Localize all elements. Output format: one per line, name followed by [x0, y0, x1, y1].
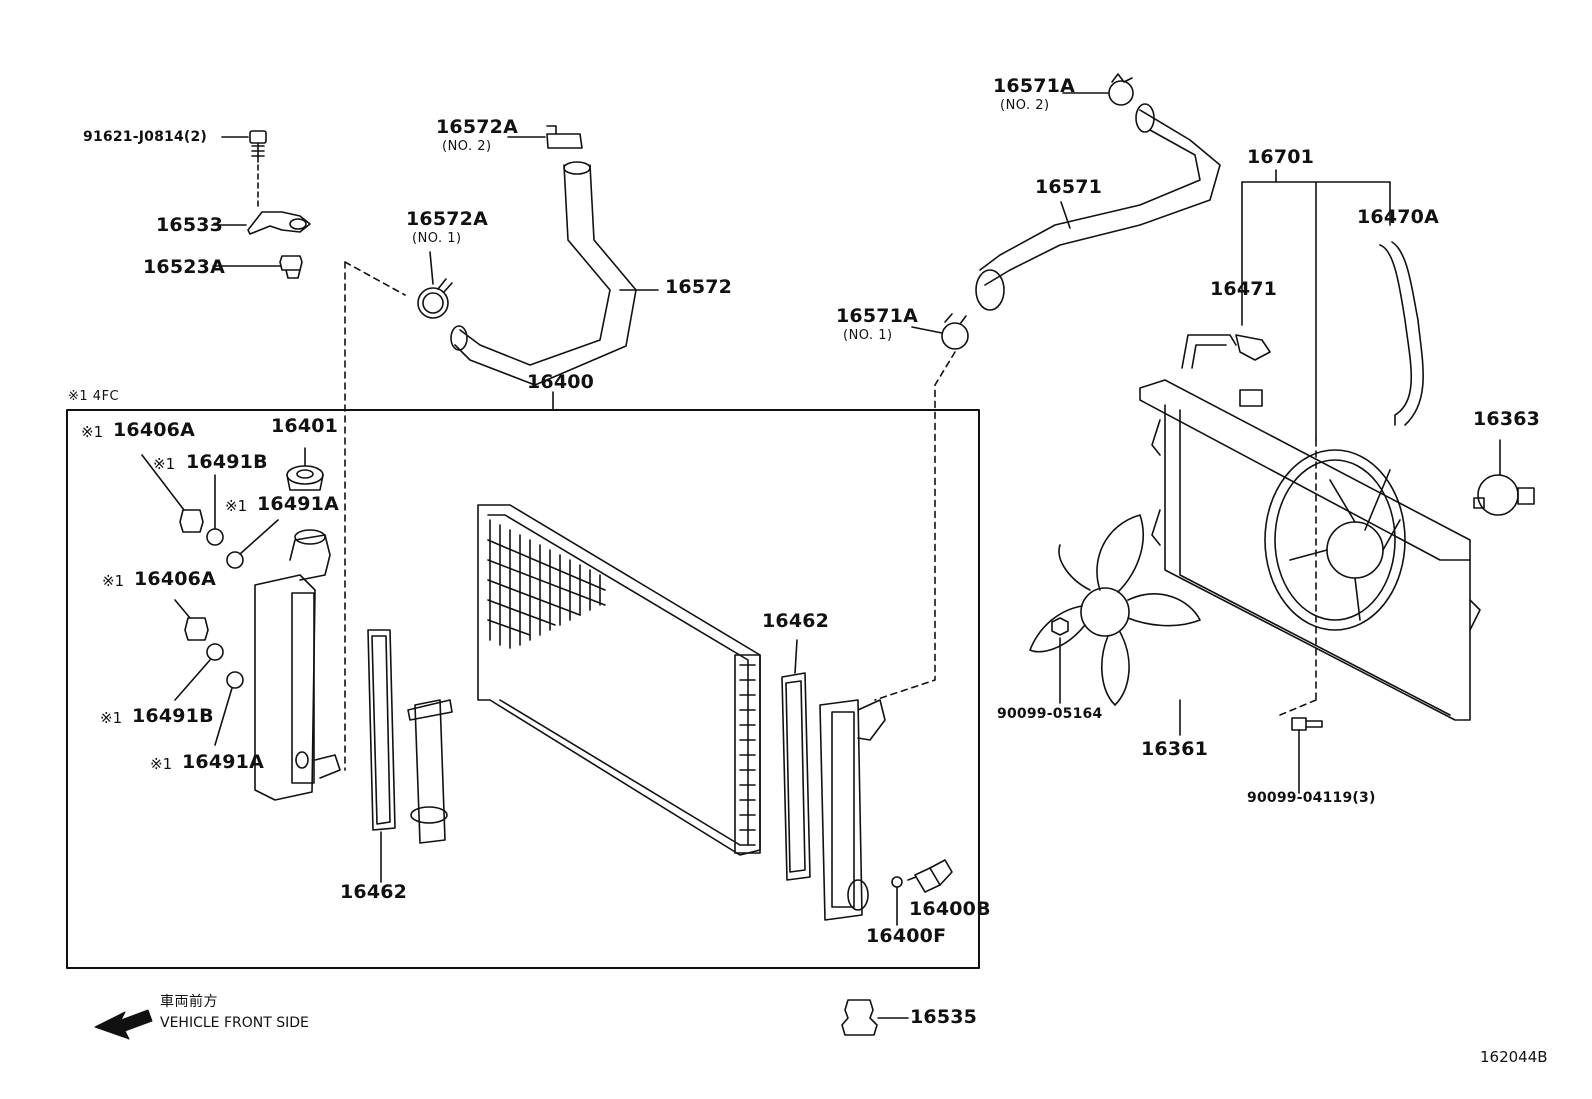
- label-16572a-no1: 16572A: [406, 208, 489, 230]
- label-16471: 16471: [1210, 278, 1278, 300]
- label-90099-04119: 90099-04119(3): [1247, 790, 1376, 806]
- clamp-16572A-no1-icon: [417, 278, 453, 319]
- fan-motor-16363-icon: [1473, 474, 1535, 516]
- label-16491b-b: 16491B: [132, 705, 214, 727]
- legend-jp: 車両前方: [160, 994, 218, 1010]
- drawing-number: 162044B: [1480, 1048, 1548, 1066]
- ref-mark-4: ※1: [102, 572, 125, 590]
- label-16406a-a: 16406A: [113, 419, 196, 441]
- label-16701: 16701: [1247, 146, 1315, 168]
- label-90099-05164: 90099-05164: [997, 706, 1103, 722]
- label-16401: 16401: [271, 415, 339, 437]
- plug-16406A-b-icon: [184, 617, 209, 641]
- legend-en: VEHICLE FRONT SIDE: [160, 1015, 309, 1031]
- nut-90099-05164-icon: [1051, 617, 1069, 636]
- label-16523a: 16523A: [143, 256, 226, 278]
- label-16361: 16361: [1141, 738, 1209, 760]
- bolt-90099-04119-icon: [1291, 717, 1323, 731]
- ref-mark-3: ※1: [225, 497, 248, 515]
- left-arrow-icon: [94, 1009, 153, 1040]
- gasket-16491A-a-icon: [226, 551, 244, 569]
- note-engine: ※1 4FC: [68, 389, 120, 404]
- label-16400f: 16400F: [866, 925, 947, 947]
- label-16572: 16572: [665, 276, 733, 298]
- label-16400b: 16400B: [909, 898, 991, 920]
- right-tank-icon: [819, 699, 886, 921]
- ref-mark-2: ※1: [153, 455, 176, 473]
- gasket-16462-left-icon: [367, 629, 396, 831]
- fan-16361-icon: [1029, 514, 1201, 706]
- left-tank-icon: [254, 529, 341, 801]
- clamp-16571A-no2-icon: [1108, 73, 1134, 106]
- o-ring-16400F-icon: [891, 876, 903, 888]
- label-16571a-no2-sub: (NO. 2): [1000, 98, 1050, 113]
- label-16406a-b: 16406A: [134, 568, 217, 590]
- label-16572a-no2: 16572A: [436, 116, 519, 138]
- grommet-16523A-icon: [279, 255, 303, 279]
- gasket-16491B-b-icon: [206, 643, 224, 661]
- radiator-assembly-box: [66, 409, 980, 969]
- label-16571a-no2: 16571A: [993, 75, 1076, 97]
- label-16533: 16533: [156, 214, 224, 236]
- drain-cock-16400B-icon: [907, 859, 953, 893]
- ref-mark-6: ※1: [150, 755, 173, 773]
- bracket-16533-icon: [247, 211, 311, 235]
- clamp-16571A-no1-icon: [941, 313, 969, 350]
- gasket-16462-right-icon: [781, 672, 811, 881]
- radiator-core-icon: [477, 504, 761, 856]
- label-16491a-b: 16491A: [182, 751, 265, 773]
- label-16363: 16363: [1473, 408, 1541, 430]
- label-91621-j0814: 91621-J0814(2): [83, 129, 208, 145]
- cap-16401-icon: [286, 465, 324, 491]
- label-16470a: 16470A: [1357, 206, 1440, 228]
- label-16491a-a: 16491A: [257, 493, 340, 515]
- ref-mark-5: ※1: [100, 709, 123, 727]
- lower-radiator-hose-16571-icon: [975, 103, 1221, 311]
- label-16462-left: 16462: [340, 881, 408, 903]
- label-16571: 16571: [1035, 176, 1103, 198]
- hose-16471-icon: [1181, 334, 1271, 369]
- grommet-16535-icon: [841, 999, 878, 1036]
- plug-16406A-a-icon: [179, 509, 204, 533]
- clamp-16572A-no2-icon: [546, 125, 583, 149]
- label-16572a-no2-sub: (NO. 2): [442, 139, 492, 154]
- label-16571a-no1: 16571A: [836, 305, 919, 327]
- label-16491b-a: 16491B: [186, 451, 268, 473]
- upper-radiator-hose-16572-icon: [450, 161, 637, 386]
- fan-shroud-16701-icon: [1139, 379, 1481, 721]
- label-16400: 16400: [527, 371, 595, 393]
- label-16571a-no1-sub: (NO. 1): [843, 328, 893, 343]
- gasket-16491B-a-icon: [206, 528, 224, 546]
- label-16535: 16535: [910, 1006, 978, 1028]
- label-16572a-no1-sub: (NO. 1): [412, 231, 462, 246]
- left-inner-tank-icon: [407, 699, 453, 844]
- hose-16470A-icon: [1379, 241, 1424, 426]
- bolt-91621-icon: [249, 130, 267, 163]
- gasket-16491A-b-icon: [226, 671, 244, 689]
- ref-mark-1: ※1: [81, 423, 104, 441]
- label-16462-right: 16462: [762, 610, 830, 632]
